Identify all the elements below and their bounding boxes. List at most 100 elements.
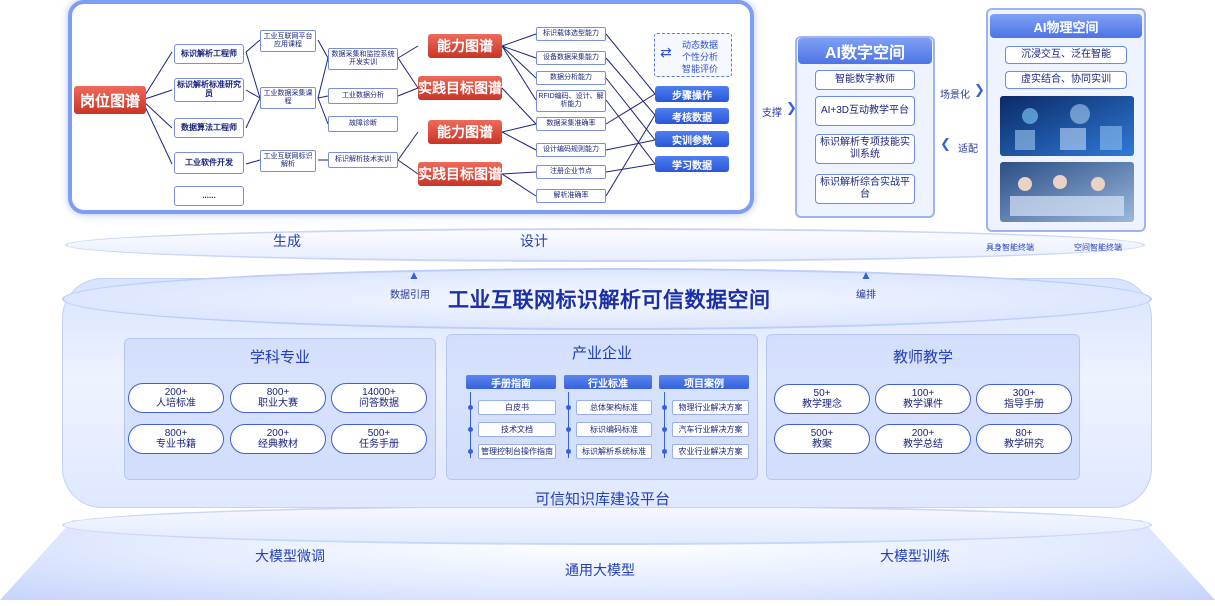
stat-number: 14000+ [362,387,396,398]
timeline-dot-icon [566,449,571,454]
teacher-stat[interactable]: 100+ 教学课件 [875,384,971,414]
teacher-stat[interactable]: 300+ 指导手册 [976,384,1072,414]
timeline-dot-icon [566,405,571,410]
industry-item[interactable]: 总体架构标准 [576,400,652,415]
stat-number: 200+ [164,387,188,398]
stat-label: 人培标准 [156,398,196,409]
ai-physical-title: AI物理空间 [990,14,1142,38]
course-item[interactable]: 工业互联网平台应用课程 [260,30,316,52]
industry-item[interactable]: 白皮书 [478,400,556,415]
ai-physical-item[interactable]: 虚实结合、协同实训 [1005,71,1127,89]
topic-item[interactable]: 标识解析技术实训 [328,152,398,168]
main-title: 工业互联网标识解析可信数据空间 [448,289,771,312]
connector-lines [141,33,656,197]
subject-stat[interactable]: 800+ 职业大赛 [230,383,326,413]
subject-stat[interactable]: 800+ 专业书籍 [128,424,224,454]
ability-item[interactable]: RFID编码、设计、解析能力 [536,90,606,112]
industry-item[interactable]: 物理行业解决方案 [672,400,749,415]
data-space-cylinder-top [62,268,1152,330]
ai-digital-item[interactable]: 标识解析综合实战平台 [815,174,915,204]
job-item[interactable]: 数据算法工程师 [174,118,244,138]
subject-stat[interactable]: 200+ 人培标准 [128,383,224,413]
ability-item[interactable]: 注册企业节点 [536,165,606,179]
job-item[interactable]: ...... [174,186,244,206]
timeline-line [664,392,665,458]
course-item[interactable]: 工业数据采集课程 [260,87,316,109]
industry-col-head[interactable]: 手册指南 [466,375,556,390]
ai-digital-item[interactable]: 智能数字教师 [815,70,915,90]
subject-stat[interactable]: 500+ 任务手册 [331,424,427,454]
industry-item[interactable]: 技术文档 [478,422,556,437]
action-box[interactable]: 学习数据 [655,156,729,172]
stat-label: 专业书籍 [156,439,196,450]
topic-item[interactable]: 故障诊断 [328,116,398,132]
industry-col-head[interactable]: 项目案例 [659,375,749,390]
teacher-stat[interactable]: 500+ 教案 [774,424,870,454]
timeline-dot-icon [662,405,667,410]
support-arrow-icon: ❯ [786,100,797,115]
industry-item[interactable]: 农业行业解决方案 [672,444,749,459]
classroom-photo [1000,96,1134,156]
timeline-dot-icon [468,427,473,432]
industry-title: 产业企业 [571,345,632,362]
topic-item[interactable]: 工业数据分析 [328,88,398,104]
data-ref-arrow-icon: ▲ [408,268,420,282]
action-box[interactable]: 步骤操作 [655,86,729,102]
subject-stat[interactable]: 14000+ 问答数据 [331,383,427,413]
scene-arrow-icon: ❯ [974,82,985,97]
job-item[interactable]: 标识解析标准研究员 [174,78,244,102]
stat-label: 问答数据 [359,398,399,409]
practice-target-box[interactable]: 实践目标图谱 [418,76,502,100]
dynamic-text: 个性分析 [682,52,719,62]
teacher-stat[interactable]: 200+ 教学总结 [875,424,971,454]
lab-photo [1000,162,1134,222]
subject-stat[interactable]: 200+ 经典教材 [230,424,326,454]
ability-item[interactable]: 设备数据采集能力 [536,51,606,65]
scene-label: 场景化 [940,90,970,101]
timeline-dot-icon [662,449,667,454]
subject-title: 学科专业 [249,349,310,366]
ability-item[interactable]: 设计编码规则能力 [536,143,606,157]
gen-label: 生成 [273,233,301,249]
industry-col-head[interactable]: 行业标准 [564,375,652,390]
ability-item[interactable]: 数据采集准确率 [536,117,606,131]
course-item[interactable]: 工业互联网标识解析 [260,150,316,172]
dynamic-box [654,33,732,77]
topic-item[interactable]: 数据采集和监控系统开发实训 [328,48,398,70]
base-ring [62,505,1152,545]
job-item[interactable]: 工业软件开发 [174,152,244,174]
timeline-line [568,392,569,458]
ai-digital-title: AI数字空间 [798,38,932,64]
action-box[interactable]: 实训参数 [655,131,729,147]
dynamic-text: 智能评价 [682,64,719,74]
action-box[interactable]: 考核数据 [655,108,729,124]
industry-item[interactable]: 标识解析系统标准 [576,444,652,459]
ability-item[interactable]: 标识载体选型能力 [536,27,606,41]
industry-item[interactable]: 汽车行业解决方案 [672,422,749,437]
stat-label: 教学理念 [802,399,842,410]
train-label: 大模型训练 [880,548,950,564]
job-item[interactable]: 标识解析工程师 [174,44,244,64]
ai-physical-item[interactable]: 沉浸交互、泛在智能 [1005,46,1127,64]
swap-icon: ⇄ [660,44,672,60]
timeline-dot-icon [468,405,473,410]
industry-item[interactable]: 管理控制台操作指南 [478,444,556,459]
ability-item[interactable]: 数据分析能力 [536,71,606,85]
ability-map-box[interactable]: 能力图谱 [428,34,502,58]
industry-item[interactable]: 标识编码标准 [576,422,652,437]
stat-number: 800+ [164,428,188,439]
ability-item[interactable]: 解析准确率 [536,189,606,203]
practice-target-box[interactable]: 实践目标图谱 [418,162,502,186]
stat-number: 500+ [810,428,834,439]
timeline-dot-icon [662,427,667,432]
stat-label: 经典教材 [258,439,298,450]
teacher-stat[interactable]: 50+ 教学理念 [774,384,870,414]
ability-map-box[interactable]: 能力图谱 [428,120,502,144]
teacher-stat[interactable]: 80+ 教学研究 [976,424,1072,454]
timeline-line [470,392,471,458]
ai-digital-item[interactable]: AI+3D互动教学平台 [815,96,915,126]
support-label: 支撑 [762,108,782,119]
stat-label: 教学总结 [903,439,943,450]
ai-digital-item[interactable]: 标识解析专项技能实训系统 [815,134,915,164]
job-map-box[interactable]: 岗位图谱 [74,86,146,114]
